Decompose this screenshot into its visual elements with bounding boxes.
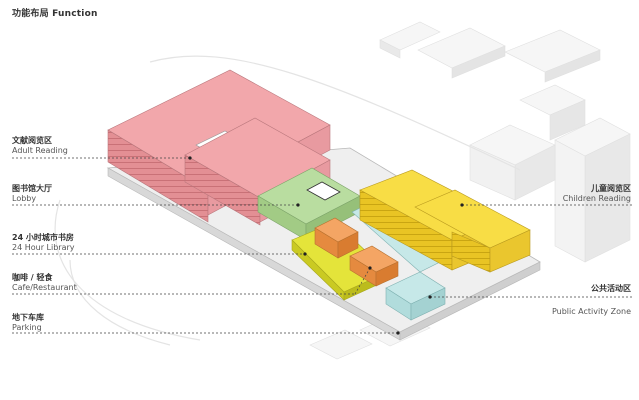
library-24h-volume <box>314 217 399 287</box>
context-buildings <box>309 21 631 360</box>
label-public-activity-en-wrap: Public Activity Zone <box>552 307 631 317</box>
label-children-reading: 儿童阅览区 Children Reading <box>563 184 631 204</box>
label-adult-reading: 文献阅览区 Adult Reading <box>12 136 68 156</box>
label-public-activity-cn: 公共活动区 <box>591 284 631 293</box>
label-parking-en: Parking <box>12 323 42 332</box>
label-children-reading-cn: 儿童阅览区 <box>591 184 631 193</box>
label-adult-reading-cn: 文献阅览区 <box>12 136 52 145</box>
label-parking: 地下车库 Parking <box>12 313 44 333</box>
label-24h-library-cn: 24 小时城市书房 <box>12 233 74 242</box>
label-cafe-en: Cafe/Restaurant <box>12 283 77 292</box>
label-lobby-en: Lobby <box>12 194 37 203</box>
label-cafe: 咖啡 / 轻食 Cafe/Restaurant <box>12 273 77 293</box>
leader-cafe-diagonal <box>354 267 371 295</box>
label-lobby: 图书馆大厅 Lobby <box>12 184 52 204</box>
label-public-activity-cn-wrap: 公共活动区 <box>591 284 631 294</box>
label-adult-reading-en: Adult Reading <box>12 146 68 155</box>
label-24h-library: 24 小时城市书房 24 Hour Library <box>12 233 75 253</box>
site-lines <box>54 55 521 346</box>
page-title: 功能布局 Function <box>12 9 98 19</box>
label-lobby-cn: 图书馆大厅 <box>12 184 52 193</box>
label-children-reading-en: Children Reading <box>562 194 631 203</box>
label-24h-library-en: 24 Hour Library <box>12 243 75 252</box>
label-cafe-cn: 咖啡 / 轻食 <box>12 273 53 282</box>
leader-lines <box>12 157 632 334</box>
label-public-activity-en: Public Activity Zone <box>551 307 631 316</box>
children-reading-volume <box>359 169 531 273</box>
label-parking-cn: 地下车库 <box>12 313 44 322</box>
leader-dots <box>188 156 464 335</box>
